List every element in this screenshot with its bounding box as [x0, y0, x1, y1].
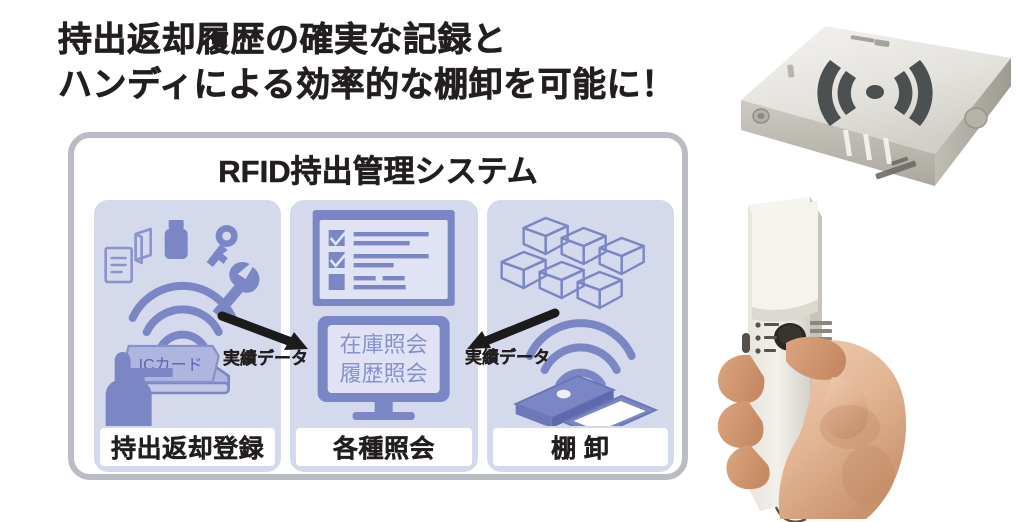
- rfid-signal-logo: [817, 60, 933, 126]
- handheld-reader-icon: [512, 374, 616, 426]
- hand-icon: [105, 352, 173, 426]
- key-icon: [206, 225, 238, 267]
- handheld-reader-light-icon: [560, 394, 658, 426]
- headline: 持出返却履歴の確実な記録と ハンディによる効率的な棚卸を可能に！: [58, 18, 758, 108]
- document-icon: [104, 246, 133, 284]
- led-indicators: [755, 322, 779, 354]
- vent-slots: [843, 130, 892, 164]
- panel-stocktaking-artwork: [487, 200, 674, 426]
- panel-inquiries-label: 各種照会: [296, 428, 472, 466]
- side-button: [742, 333, 750, 353]
- panel-inquiries-artwork: 在庫照会 履歴照会: [290, 200, 477, 426]
- brand-mark-top: [850, 35, 890, 47]
- book-icon: [134, 227, 152, 265]
- strap-cord: [774, 506, 807, 522]
- connector-port: [752, 108, 770, 124]
- mount-hole: [964, 107, 988, 129]
- rfid-reader-photo: [723, 8, 1023, 223]
- rfid-system-diagram: RFID持出管理システム: [68, 132, 688, 480]
- indicator-notch: [787, 64, 795, 78]
- panel-row: ICカード 持出返却登録: [94, 200, 674, 472]
- headline-line-1: 持出返却履歴の確実な記録と: [58, 21, 507, 60]
- usb-drive-icon: [164, 220, 188, 259]
- hand: [717, 336, 907, 519]
- system-title: RFID持出管理システム: [218, 154, 538, 190]
- monitor-line-1: 在庫照会: [340, 332, 428, 357]
- rfid-waves-icon: [128, 281, 237, 350]
- panel-checkout-return[interactable]: ICカード 持出返却登録: [94, 200, 282, 472]
- brand-label-bottom: [875, 156, 917, 180]
- panel-stocktaking-label: 棚 卸: [492, 428, 668, 466]
- headline-line-2: ハンディによる効率的な棚卸を可能に！: [58, 65, 676, 105]
- panel-checkout-return-label: 持出返却登録: [100, 428, 276, 466]
- monitor-icon: 在庫照会 履歴照会: [317, 316, 450, 420]
- panel-stocktaking[interactable]: 棚 卸: [486, 200, 674, 472]
- wrench-icon: [212, 261, 260, 318]
- handheld-reader-photo: [690, 195, 1032, 522]
- hand-with-ic-card: ICカード: [105, 344, 220, 426]
- checklist-screen-icon: [312, 210, 455, 306]
- panel-inquiries[interactable]: 在庫照会 履歴照会 各種照会: [290, 200, 478, 472]
- monitor-line-2: 履歴照会: [340, 361, 428, 386]
- rfid-waves-icon: [525, 319, 636, 388]
- boxes-icon: [500, 216, 645, 310]
- document-icon-lines: [110, 256, 127, 274]
